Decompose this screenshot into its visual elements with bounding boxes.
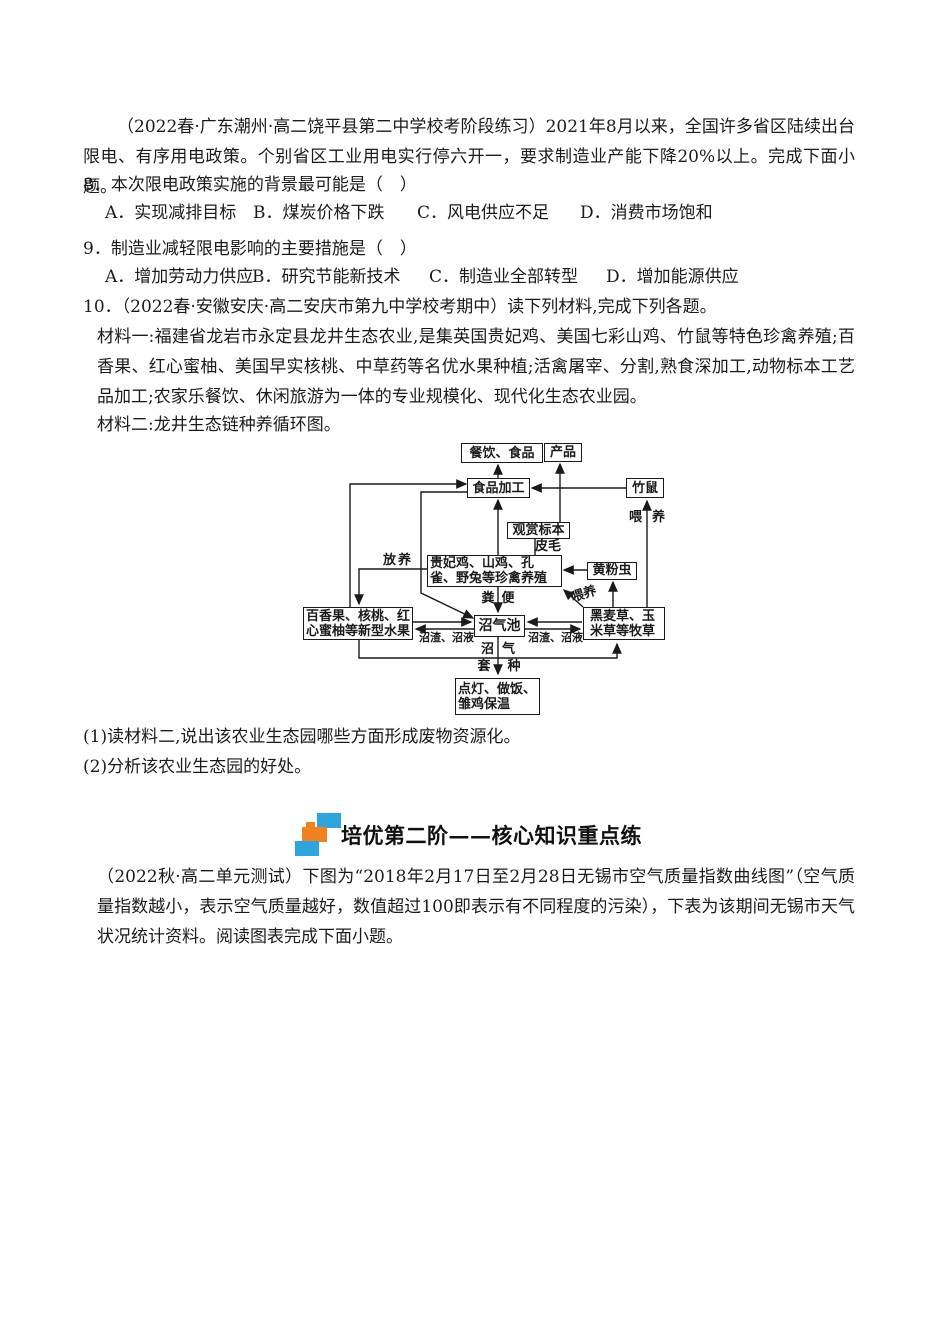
section-header: 培优第二阶——核心知识重点练 (0, 812, 950, 860)
option-9-d: D．增加能源供应 (606, 267, 739, 287)
node-biogas-digester: 沼气池 (474, 615, 525, 637)
eco-cycle-diagram: 餐饮、食品 产品 食品加工 竹鼠 观赏标本 贵妃鸡、山鸡、孔雀、野兔等珍禽养殖 … (295, 438, 675, 728)
diagram-arrows (349, 462, 652, 676)
material-1-paragraph: 材料一:福建省龙岩市永定县龙井生态农业,是集英国贵妃鸡、美国七彩山鸡、竹鼠等特色… (97, 327, 855, 407)
node-bamboo-rat: 竹鼠 (626, 478, 664, 498)
question-9-stem: 9．制造业减轻限电影响的主要措施是（ ） (83, 239, 417, 259)
node-dining-food: 餐饮、食品 (461, 443, 543, 463)
option-8-c: C．风电供应不足 (417, 203, 550, 223)
question-8-options: A．实现减排目标 B．煤炭价格下跌 C．风电供应不足 D．消费市场饱和 (83, 198, 855, 228)
material-2-caption: 材料二:龙井生态链种养循环图。 (97, 415, 341, 435)
node-poultry-breeding: 贵妃鸡、山鸡、孔雀、野兔等珍禽养殖 (427, 555, 562, 587)
node-lighting-cooking-brooding: 点灯、做饭、雏鸡保温 (455, 678, 540, 715)
option-8-b: B．煤炭价格下跌 (253, 203, 385, 223)
icon-blue-block-top (317, 813, 341, 828)
node-mealworm: 黄粉虫 (587, 562, 637, 580)
edge-label-biogas: 沼气 (480, 642, 524, 657)
node-ornamental-specimen: 观赏标本 (507, 522, 570, 539)
option-9-c: C．制造业全部转型 (429, 267, 579, 287)
intro-paragraph-air-quality: （2022秋·高二单元测试）下图为“2018年2月17日至2月28日无锡市空气质… (97, 867, 855, 947)
option-9-b: B．研究节能新技术 (252, 267, 401, 287)
question-10-sub2: (2)分析该农业生态园的好处。 (83, 757, 312, 777)
option-8-a: A．实现减排目标 (105, 203, 237, 223)
icon-blue-block-bottom (295, 841, 319, 856)
edge-label-manure: 粪便 (481, 591, 522, 606)
icon-orange-block-tab (306, 822, 315, 829)
intro-paragraph-q8-9: （2022春·广东潮州·高二饶平县第二中学校考阶段练习）2021年8月以来，全国… (83, 117, 855, 197)
option-9-a: A．增加劳动力供应 (105, 267, 254, 287)
node-product: 产品 (544, 443, 582, 462)
edge-label-fur: 皮毛 (535, 539, 562, 554)
question-10-sub1: (1)读材料二,说出该农业生态园哪些方面形成废物资源化。 (83, 727, 521, 747)
option-8-d: D．消费市场饱和 (580, 203, 713, 223)
icon-orange-block (302, 827, 327, 842)
node-food-processing: 食品加工 (467, 478, 530, 498)
question-8-stem: 8．本次限电政策实施的背景最可能是（ ） (83, 175, 417, 195)
node-fruit-orchard: 百香果、核桃、红心蜜柚等新型水果 (303, 607, 413, 640)
question-10-stem: 10．（2022春·安徽安庆·高二安庆市第九中学校考期中）读下列材料,完成下列各… (83, 297, 717, 317)
section-title: 培优第二阶——核心知识重点练 (341, 823, 642, 848)
edge-label-interplanting: 套种 (477, 659, 538, 674)
edge-label-feeding-bamboo-rat: 喂养 (628, 510, 676, 525)
section-blocks-icon (295, 813, 343, 859)
edge-label-free-range: 放养 (383, 553, 414, 568)
edge-label-residue-left: 沼渣、沼液 (419, 631, 474, 644)
question-9-options: A．增加劳动力供应 B．研究节能新技术 C．制造业全部转型 D．增加能源供应 (83, 262, 855, 292)
edge-label-residue-right: 沼渣、沼液 (528, 631, 583, 644)
node-forage-grass: 黑麦草、玉米草等牧草 (583, 607, 665, 640)
